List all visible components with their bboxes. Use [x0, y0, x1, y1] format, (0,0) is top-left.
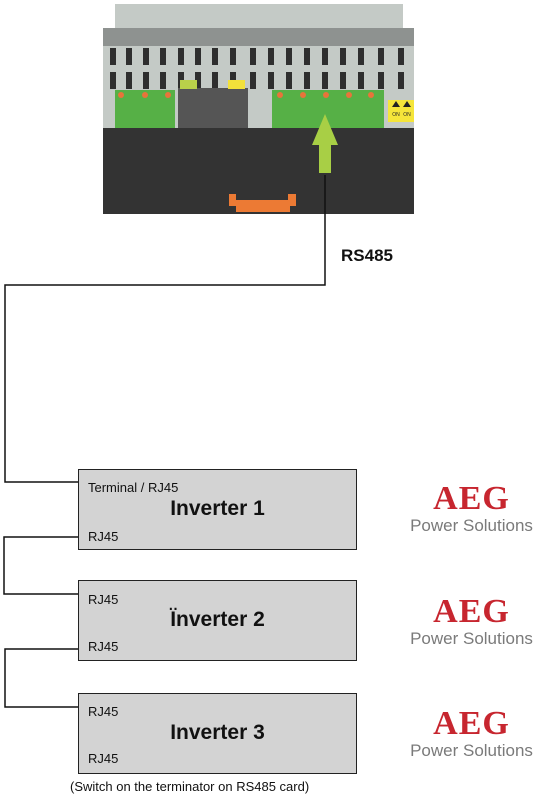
yellow-green-led: [180, 80, 197, 89]
card-pin: [230, 48, 236, 65]
card-frame: [115, 4, 403, 30]
card-pin: [378, 72, 384, 89]
cable-inverter-1-to-2: [3, 536, 78, 595]
aeg-logo-tagline: Power Solutions: [410, 741, 533, 760]
rs485-port-arrow-icon: [312, 114, 338, 173]
card-leds: [118, 92, 374, 98]
card-pin: [143, 72, 149, 89]
card-top-strip: [103, 28, 414, 46]
dip-switch-label: ON: [403, 112, 411, 118]
center-connector-block: [178, 88, 248, 128]
inverter-2-port-bottom: RJ45: [88, 639, 119, 654]
card-pin: [304, 72, 310, 89]
orange-led: [346, 92, 352, 98]
card-pin: [378, 48, 384, 65]
inverter-1-port-bottom: RJ45: [88, 529, 119, 544]
rs485-bus-label: RS485: [341, 246, 393, 265]
card-pin: [340, 48, 346, 65]
dip-switch-up-icon: [392, 101, 400, 107]
aeg-logo: AEG Power Solutions: [399, 705, 544, 761]
card-pin: [178, 48, 184, 65]
card-pin: [322, 72, 328, 89]
inverter-1-box: Terminal / RJ45 Inverter 1 RJ45: [78, 469, 357, 550]
card-pin: [126, 72, 132, 89]
card-pin: [358, 72, 364, 89]
yellow-led: [228, 80, 245, 89]
card-pin: [160, 48, 166, 65]
card-pin: [126, 48, 132, 65]
card-pin: [268, 48, 274, 65]
card-base: [103, 128, 414, 214]
orange-led: [300, 92, 306, 98]
inverter-3-name: Inverter 3: [170, 721, 265, 744]
aeg-logo: AEG Power Solutions: [399, 480, 544, 536]
card-pin: [358, 48, 364, 65]
card-pin: [398, 72, 404, 89]
terminator-dip-switch[interactable]: [388, 100, 414, 122]
rs485-card-illustration: ON ON: [103, 4, 414, 214]
dip-switch-label: ON: [392, 112, 400, 118]
card-pin: [212, 72, 218, 89]
card-pin: [268, 72, 274, 89]
orange-led: [323, 92, 329, 98]
inverter-2-port-top: RJ45: [88, 592, 119, 607]
card-pin: [212, 48, 218, 65]
cable-inverter-2-to-3: [4, 648, 78, 708]
card-pin-rows: [110, 48, 404, 89]
orange-led: [368, 92, 374, 98]
rs485-cable: [3, 175, 326, 708]
card-pin: [250, 48, 256, 65]
card-pin: [195, 48, 201, 65]
orange-led: [165, 92, 171, 98]
orange-led: [118, 92, 124, 98]
card-pin: [110, 48, 116, 65]
inverter-2-name: Ïnverter 2: [170, 608, 265, 631]
inverter-1-port-top: Terminal / RJ45: [88, 480, 179, 495]
card-pin: [340, 72, 346, 89]
inverter-3-port-bottom: RJ45: [88, 751, 119, 766]
card-pin: [195, 72, 201, 89]
card-pin: [286, 72, 292, 89]
cable-card-to-inverter-1: [4, 175, 326, 483]
card-pin: [160, 72, 166, 89]
dip-switch-up-icon: [403, 101, 411, 107]
inverter-3-box: RJ45 Inverter 3 RJ45: [78, 693, 357, 774]
inverter-2-box: RJ45 Ïnverter 2 RJ45: [78, 580, 357, 661]
aeg-logo-tagline: Power Solutions: [410, 516, 533, 535]
aeg-logo-brand: AEG: [433, 480, 510, 517]
inverter-1-name: Inverter 1: [170, 497, 265, 520]
aeg-logo-tagline: Power Solutions: [410, 629, 533, 648]
card-pin: [398, 48, 404, 65]
aeg-logo: AEG Power Solutions: [399, 593, 544, 649]
card-pin: [304, 48, 310, 65]
edge-connector: [229, 194, 296, 212]
card-pin: [110, 72, 116, 89]
card-pin: [286, 48, 292, 65]
inverter-3-port-top: RJ45: [88, 704, 119, 719]
aeg-logo-brand: AEG: [433, 593, 510, 630]
aeg-logo-brand: AEG: [433, 705, 510, 742]
card-pin: [143, 48, 149, 65]
orange-led: [277, 92, 283, 98]
card-pin: [322, 48, 328, 65]
terminator-footnote: (Switch on the terminator on RS485 card): [70, 779, 310, 794]
orange-led: [142, 92, 148, 98]
card-pin: [250, 72, 256, 89]
